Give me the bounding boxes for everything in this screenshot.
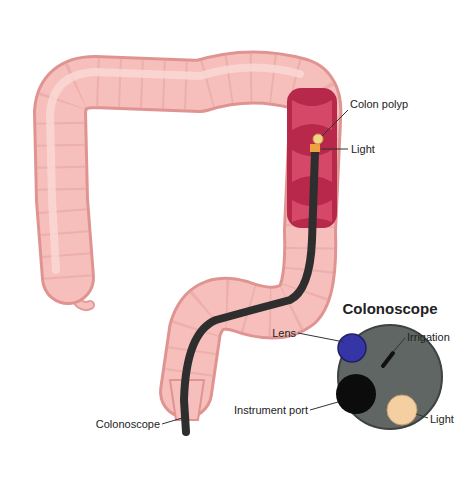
colon-outline — [60, 77, 315, 392]
part-label: Instrument port — [234, 404, 308, 417]
colonoscope-tube — [184, 152, 315, 432]
polyp — [313, 134, 323, 144]
scope-light — [310, 144, 320, 152]
colon-highlight — [50, 67, 300, 270]
part-label: Colonoscope — [96, 418, 160, 431]
instrument-port — [336, 374, 376, 414]
cutaway-fold — [292, 100, 332, 130]
leader-line — [393, 338, 405, 352]
lens — [338, 334, 366, 362]
leader-line — [310, 402, 338, 410]
haustra — [60, 77, 315, 392]
light-window — [387, 395, 417, 425]
leader-line — [162, 418, 182, 424]
colon-body — [60, 77, 315, 392]
leader-line — [298, 333, 344, 342]
leader-line — [322, 110, 348, 136]
part-label: Irrigation — [407, 331, 450, 344]
part-label: Light — [351, 143, 375, 156]
leader-line — [416, 414, 428, 418]
irrigation — [383, 353, 393, 366]
part-label: Light — [430, 413, 454, 426]
leader-line — [321, 149, 348, 150]
part-label: Colon polyp — [350, 98, 408, 111]
part-label: Lens — [272, 327, 296, 340]
inset-title: Colonoscope — [342, 300, 437, 318]
